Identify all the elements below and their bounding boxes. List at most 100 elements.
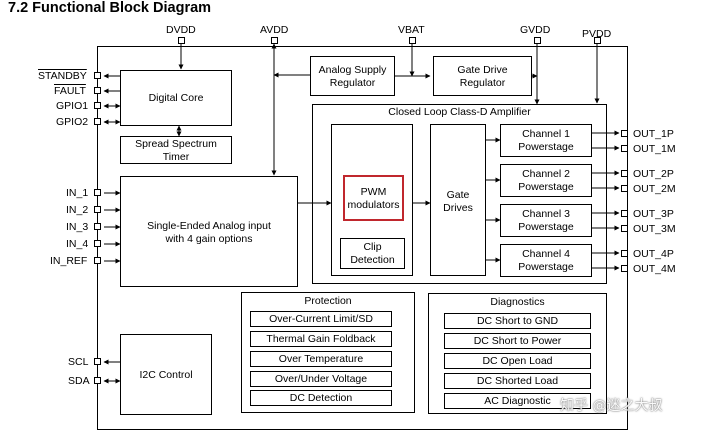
protection-item-label: Over Temperature bbox=[278, 353, 364, 365]
pin-label-gpio0: GPIO1 bbox=[56, 100, 89, 112]
diagnostics-item-label: DC Shorted Load bbox=[476, 375, 559, 387]
gate-drive-regulator-block: Gate Drive Regulator bbox=[433, 56, 532, 96]
pin-out-3p bbox=[621, 210, 628, 217]
i2c-control-block: I2C Control bbox=[120, 334, 212, 415]
pin-sda bbox=[94, 377, 101, 384]
channel-4-powerstage: Channel 4 Powerstage bbox=[500, 244, 592, 277]
gate-drive-reg-label-line2: Regulator bbox=[459, 77, 506, 89]
pin-label-out-1m: OUT_1M bbox=[633, 143, 676, 155]
pin-pvdd bbox=[594, 37, 601, 44]
diagnostics-title: Diagnostics bbox=[490, 296, 545, 308]
diagram-title: 7.2 Functional Block Diagram bbox=[8, 0, 212, 16]
gate-drives-label-line1: Gate bbox=[446, 189, 470, 201]
protection-item: Over/Under Voltage bbox=[250, 371, 392, 387]
analog-input-label-line1: Single-Ended Analog input bbox=[147, 220, 271, 232]
pin-label-in2: IN_2 bbox=[66, 204, 89, 216]
pin-label-out-2p: OUT_2P bbox=[633, 168, 674, 180]
channel-3-powerstage: Channel 3 Powerstage bbox=[500, 204, 592, 237]
protection-item: Over-Current Limit/SD bbox=[250, 311, 392, 327]
pin-label-out-1p: OUT_1P bbox=[633, 128, 674, 140]
pin-avdd bbox=[271, 37, 278, 44]
pin-label-out-4p: OUT_4P bbox=[633, 248, 674, 260]
pin-label-in1: IN_1 bbox=[66, 187, 89, 199]
pin-label-pvdd: PVDD bbox=[582, 28, 612, 40]
pwm-modulators-block: PWM modulators bbox=[343, 175, 404, 221]
i2c-control-label: I2C Control bbox=[139, 369, 193, 381]
watermark-text: 知乎 @迷之大叔 bbox=[560, 398, 663, 414]
digital-core-block: Digital Core bbox=[120, 70, 232, 126]
diagnostics-item: DC Open Load bbox=[444, 353, 591, 369]
pin-label-sda: SDA bbox=[68, 375, 90, 387]
analog-supply-label-line1: Analog Supply bbox=[318, 64, 387, 76]
pin-gpio0 bbox=[94, 102, 101, 109]
pin-gpio1 bbox=[94, 118, 101, 125]
pin-label-fault: FAULT bbox=[54, 85, 86, 97]
pin-label-avdd: AVDD bbox=[260, 24, 289, 36]
diagnostics-item: DC Short to Power bbox=[444, 333, 591, 349]
channel-3-label-line2: Powerstage bbox=[518, 221, 574, 233]
pin-in4 bbox=[94, 240, 101, 247]
analog-input-label-line2: with 4 gain options bbox=[165, 233, 253, 245]
pin-scl bbox=[94, 358, 101, 365]
diagnostics-item-label: DC Open Load bbox=[482, 355, 553, 367]
pwm-label-line2: modulators bbox=[347, 199, 400, 211]
pin-vbat bbox=[409, 37, 416, 44]
pin-out-1p bbox=[621, 130, 628, 137]
pin-standby bbox=[94, 72, 101, 79]
pin-out-2p bbox=[621, 170, 628, 177]
pwm-section-block bbox=[331, 124, 413, 276]
pin-out-3m bbox=[621, 225, 628, 232]
pin-label-dvdd: DVDD bbox=[166, 24, 196, 36]
diagnostics-item: DC Short to GND bbox=[444, 313, 591, 329]
class-d-amplifier-block: Closed Loop Class-D Amplifier bbox=[312, 104, 607, 284]
pin-inref bbox=[94, 257, 101, 264]
pin-label-gvdd: GVDD bbox=[520, 24, 551, 36]
clip-detection-block: Clip Detection bbox=[340, 238, 405, 269]
gate-drive-reg-label-line1: Gate Drive bbox=[457, 64, 508, 76]
analog-supply-label-line2: Regulator bbox=[329, 77, 376, 89]
class-d-amplifier-title: Closed Loop Class-D Amplifier bbox=[388, 106, 531, 118]
spread-spectrum-label-line1: Spread Spectrum bbox=[135, 138, 217, 150]
channel-1-powerstage: Channel 1 Powerstage bbox=[500, 124, 592, 157]
pin-label-in4: IN_4 bbox=[66, 238, 89, 250]
pin-gvdd bbox=[534, 37, 541, 44]
analog-supply-regulator-block: Analog Supply Regulator bbox=[310, 56, 395, 96]
pin-label-vbat: VBAT bbox=[398, 24, 425, 36]
gate-drives-block: Gate Drives bbox=[430, 124, 486, 276]
pin-fault bbox=[94, 87, 101, 94]
pin-in3 bbox=[94, 223, 101, 230]
pin-out-2m bbox=[621, 185, 628, 192]
diagnostics-item-label: AC Diagnostic bbox=[484, 395, 551, 407]
pin-label-out-4m: OUT_4M bbox=[633, 263, 676, 275]
protection-item-label: Over-Current Limit/SD bbox=[269, 313, 373, 325]
pin-label-inref: IN_REF bbox=[50, 255, 88, 267]
protection-item-label: DC Detection bbox=[289, 392, 353, 404]
spread-spectrum-label-line2: Timer bbox=[162, 151, 190, 163]
pin-label-out-3m: OUT_3M bbox=[633, 223, 676, 235]
protection-item: DC Detection bbox=[250, 390, 392, 406]
channel-1-label-line2: Powerstage bbox=[518, 141, 574, 153]
channel-2-label-line1: Channel 2 bbox=[522, 168, 570, 180]
channel-3-label-line1: Channel 3 bbox=[522, 208, 570, 220]
pin-in2 bbox=[94, 206, 101, 213]
pin-out-4p bbox=[621, 250, 628, 257]
protection-item: Thermal Gain Foldback bbox=[250, 331, 392, 347]
pin-dvdd bbox=[178, 37, 185, 44]
diagnostics-item: AC Diagnostic bbox=[444, 393, 591, 409]
gate-drives-label-line2: Drives bbox=[443, 202, 473, 214]
digital-core-label: Digital Core bbox=[148, 92, 204, 104]
pin-label-gpio1: GPIO2 bbox=[56, 116, 89, 128]
pin-label-standby: STANDBY bbox=[38, 70, 87, 82]
protection-item: Over Temperature bbox=[250, 351, 392, 367]
diagnostics-item-label: DC Short to Power bbox=[473, 335, 562, 347]
channel-2-label-line2: Powerstage bbox=[518, 181, 574, 193]
pin-label-out-3p: OUT_3P bbox=[633, 208, 674, 220]
diagnostics-item: DC Shorted Load bbox=[444, 373, 591, 389]
spread-spectrum-timer-block: Spread Spectrum Timer bbox=[120, 136, 232, 164]
clip-label-line1: Clip bbox=[363, 241, 382, 253]
pin-label-in3: IN_3 bbox=[66, 221, 89, 233]
protection-item-label: Over/Under Voltage bbox=[274, 373, 368, 385]
pwm-label-line1: PWM bbox=[360, 186, 387, 198]
protection-title: Protection bbox=[304, 295, 352, 307]
